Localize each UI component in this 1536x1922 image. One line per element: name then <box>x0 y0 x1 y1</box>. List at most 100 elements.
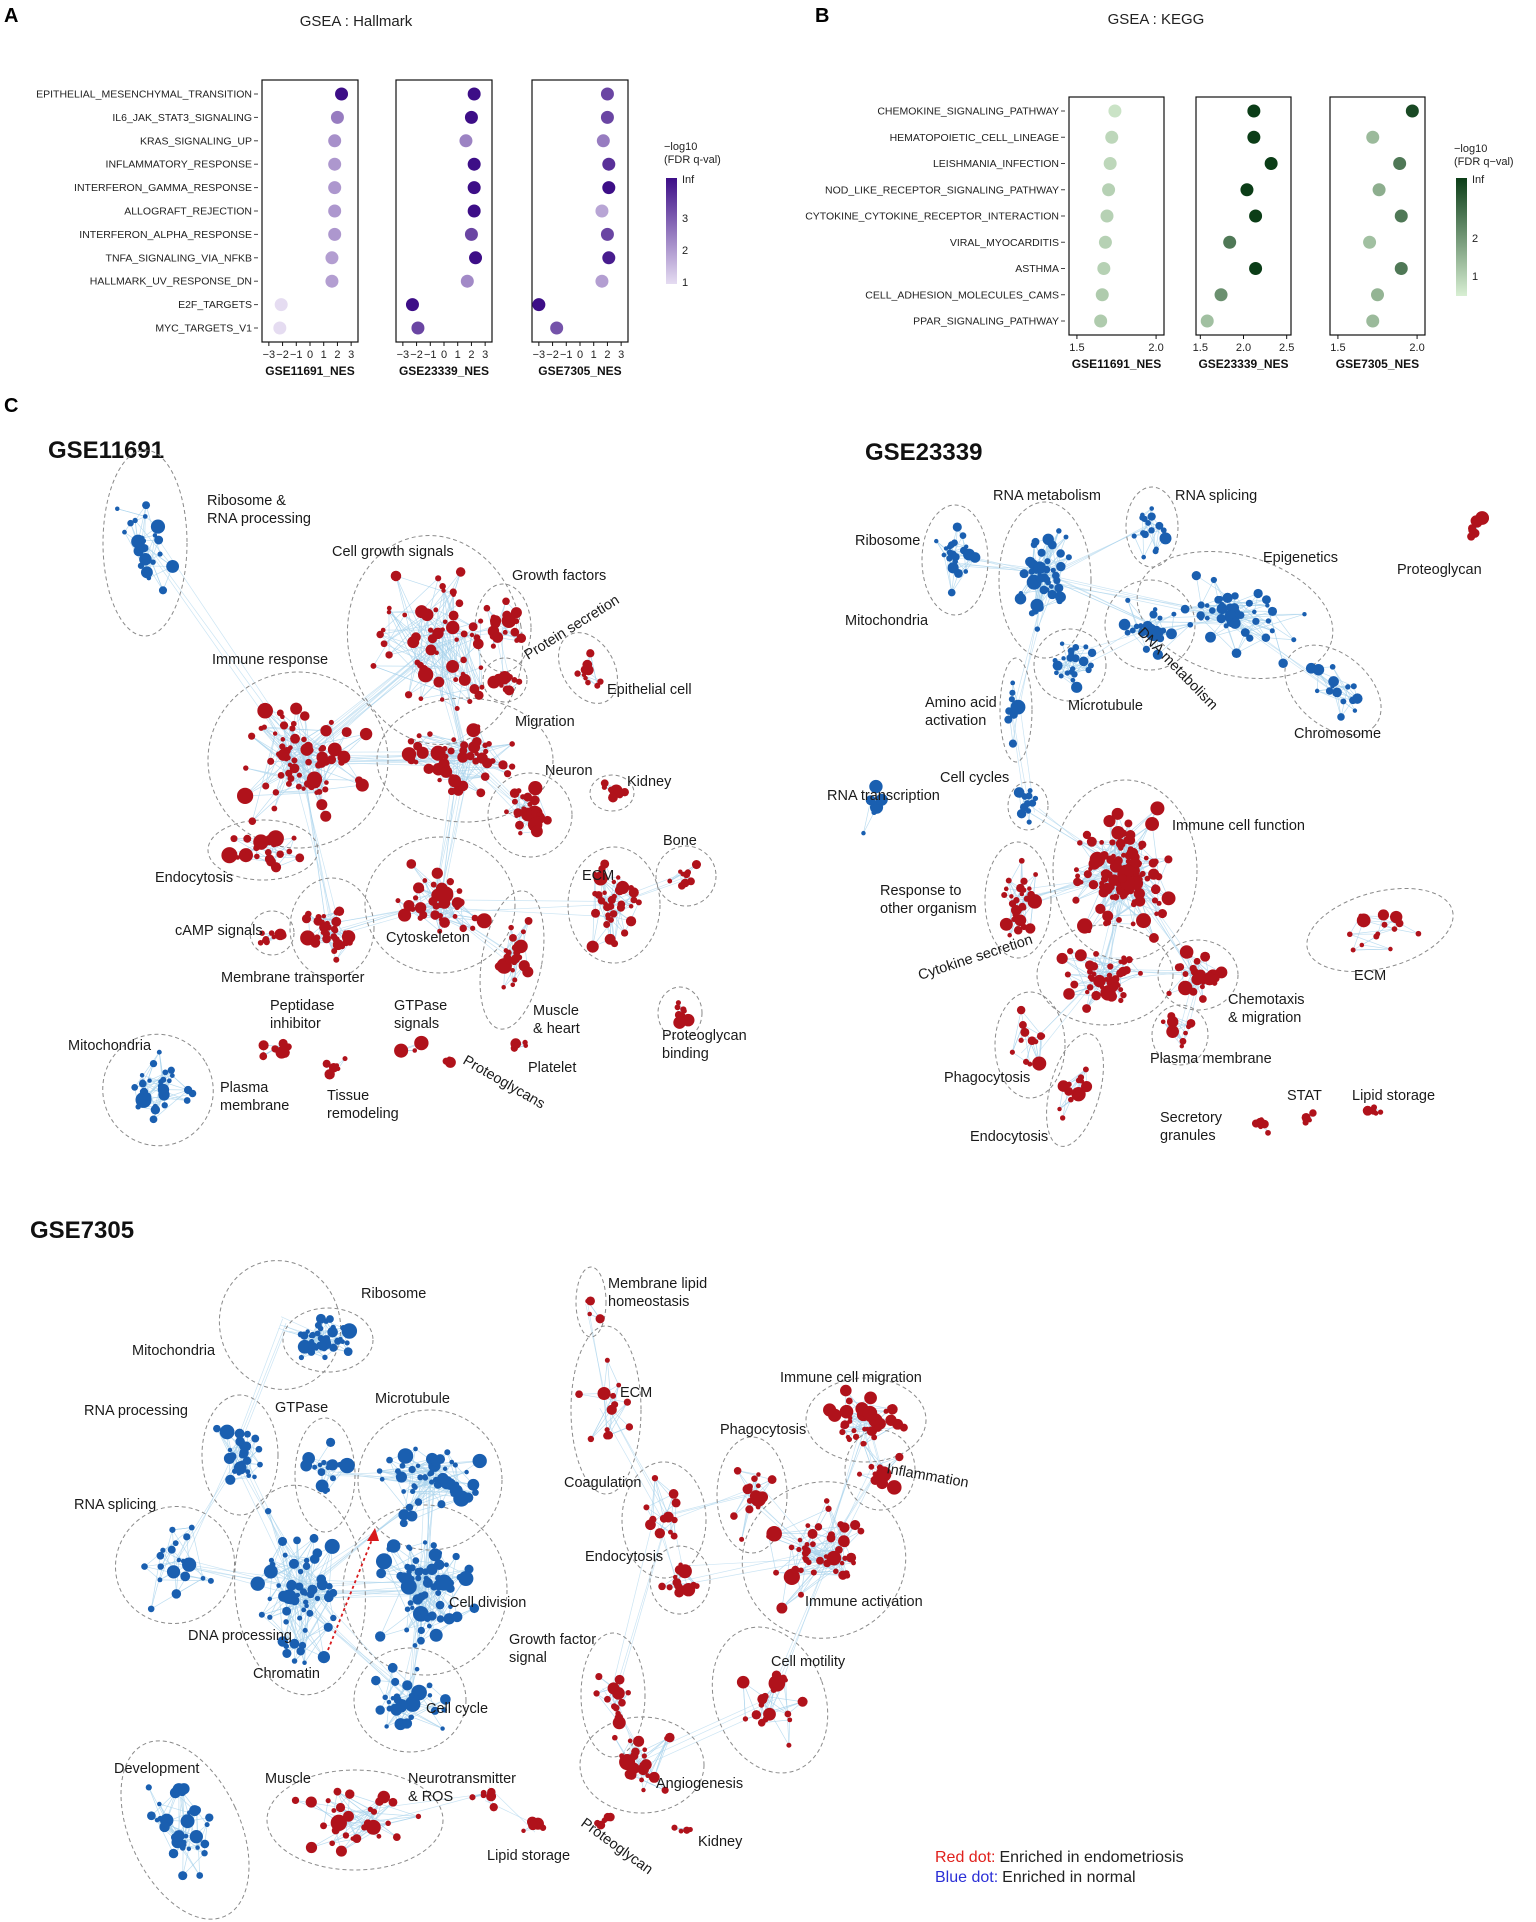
network-edge <box>144 1566 161 1581</box>
network-node <box>522 1039 528 1046</box>
network-node <box>412 1484 418 1490</box>
network-node <box>1166 990 1172 996</box>
network-node <box>167 1066 175 1074</box>
network-node <box>322 786 329 793</box>
network-node <box>469 632 475 638</box>
network-node <box>448 610 459 621</box>
network-node <box>418 696 424 702</box>
cluster-outline <box>649 1545 711 1615</box>
cluster-outline <box>289 877 375 979</box>
cluster-label-line: Mitochondria <box>845 613 929 629</box>
cluster-label-line: RNA metabolism <box>993 488 1101 504</box>
network-node <box>207 1577 214 1584</box>
network-node <box>503 770 512 778</box>
network-edge <box>1112 897 1120 921</box>
network-node <box>1063 534 1069 540</box>
network-node <box>509 741 515 747</box>
cluster-outline <box>579 1716 705 1814</box>
network-edge <box>1245 613 1305 633</box>
network-edge <box>1010 710 1025 802</box>
network-node <box>1240 628 1250 637</box>
network-node <box>592 871 598 877</box>
network-node <box>301 914 312 924</box>
data-point <box>1366 314 1380 328</box>
network-node <box>1198 603 1204 609</box>
network-node <box>1059 641 1065 646</box>
network-node <box>1130 921 1136 927</box>
network-edge <box>677 1549 822 1583</box>
network-edge <box>1016 580 1052 708</box>
network-node <box>516 633 527 644</box>
data-point <box>467 87 481 101</box>
network-node <box>508 924 514 931</box>
network-node <box>1063 988 1075 1000</box>
network-node <box>395 898 401 904</box>
network-node <box>385 651 393 659</box>
network-node <box>414 1035 429 1051</box>
x-tick-label: 1.5 <box>1069 342 1084 354</box>
cluster-label-line: Neuron <box>545 763 593 779</box>
network-node <box>376 630 384 639</box>
network-node <box>442 1466 448 1472</box>
network-node <box>317 1462 323 1468</box>
network-node <box>1027 1036 1037 1046</box>
network-node <box>239 1463 246 1471</box>
network-node <box>1093 950 1099 957</box>
network-node <box>1179 1037 1187 1045</box>
x-tick-label: 3 <box>618 349 624 361</box>
network-node <box>1073 1091 1081 1099</box>
network-edge <box>639 1699 766 1757</box>
network-edge <box>862 1414 873 1467</box>
network-node <box>680 878 690 888</box>
cluster-outline <box>1033 628 1107 702</box>
network-edge <box>178 1563 311 1583</box>
network-edge <box>1020 860 1023 889</box>
network-node <box>317 1341 327 1351</box>
cluster-outline <box>716 1436 788 1554</box>
network-node <box>158 1079 164 1085</box>
cluster-label-line: Immune cell function <box>1172 818 1305 834</box>
network-node <box>183 1097 191 1104</box>
network-edge <box>806 1549 839 1552</box>
network-node <box>1160 1019 1166 1025</box>
network-node <box>471 914 479 922</box>
network-node <box>285 780 292 787</box>
x-tick-label: 1 <box>591 349 597 361</box>
network-edge <box>863 812 875 834</box>
network-edge <box>301 749 327 925</box>
network-node <box>616 880 630 895</box>
network-node <box>411 632 421 643</box>
network-node <box>286 848 293 855</box>
network-edge <box>614 1526 666 1704</box>
network-edge <box>419 735 454 741</box>
network-node <box>513 808 523 818</box>
network-edge <box>1143 525 1160 558</box>
network-edge <box>1086 978 1093 1009</box>
network-node <box>1023 800 1031 808</box>
network-node <box>1352 708 1358 713</box>
network-node <box>1048 584 1054 589</box>
cluster-label: Kidney <box>627 774 672 790</box>
network-node <box>941 552 947 558</box>
network-node <box>449 1459 455 1465</box>
node-layer <box>861 506 1490 1136</box>
network-node <box>1191 973 1204 986</box>
network-node <box>1118 987 1124 993</box>
network-node <box>1056 952 1068 965</box>
network-node <box>1116 888 1123 895</box>
cluster-outline <box>234 1484 366 1696</box>
network-node <box>1081 1080 1093 1093</box>
network-node <box>1209 607 1216 614</box>
kegg-title: GSEA : KEGG <box>1108 11 1205 28</box>
term-label: ASTHMA <box>1015 263 1059 275</box>
network-node <box>1231 648 1242 658</box>
network-node <box>478 665 484 670</box>
network-node <box>1070 980 1079 989</box>
network-node <box>287 775 295 782</box>
network-node <box>615 875 621 880</box>
network-edge <box>864 1423 898 1444</box>
network-node <box>1152 548 1159 555</box>
term-label: LEISHMANIA_INFECTION <box>933 158 1059 170</box>
network-node <box>316 751 328 764</box>
